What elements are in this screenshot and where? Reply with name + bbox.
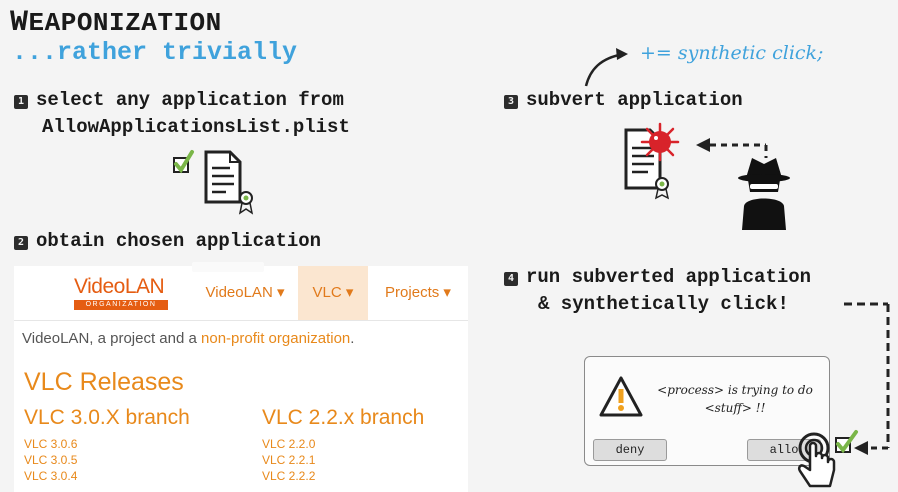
dialog-message: <process> is trying to do <stuff> !! bbox=[645, 381, 825, 417]
dialog-message-line2: <stuff> !! bbox=[704, 401, 766, 415]
vlc-releases-heading: VLC Releases bbox=[24, 368, 184, 396]
title-initial: W bbox=[10, 6, 29, 40]
slide-subtitle: ...rather trivially bbox=[12, 38, 298, 67]
infected-document-icon bbox=[624, 122, 790, 230]
version-link[interactable]: VLC 3.0.4 bbox=[24, 469, 78, 483]
version-link[interactable]: VLC 2.2.1 bbox=[262, 453, 316, 467]
dashed-path-arrow bbox=[844, 302, 890, 455]
slide-title: WEAPONIZATION bbox=[10, 6, 222, 40]
version-link[interactable]: VLC 3.0.5 bbox=[24, 453, 78, 467]
step-1-line1: select any application from bbox=[36, 89, 344, 111]
dialog-message-line1: <process> is trying to do bbox=[657, 383, 813, 397]
hand-pointer-icon bbox=[797, 432, 836, 488]
curved-arrow-icon bbox=[584, 48, 628, 87]
step-4-number: 4 bbox=[504, 272, 518, 286]
security-prompt-dialog: <process> is trying to do <stuff> !! den… bbox=[584, 356, 830, 466]
step-2-number: 2 bbox=[14, 236, 28, 250]
version-link[interactable]: VLC 2.2.0 bbox=[262, 437, 316, 451]
nav-menu-videolan[interactable]: VideoLAN ▾ bbox=[205, 284, 285, 301]
step-3-number: 3 bbox=[504, 95, 518, 109]
branch-heading-2-2: VLC 2.2.x branch bbox=[262, 406, 425, 429]
videolan-logo-text: VideoLAN bbox=[74, 275, 165, 298]
nav-menu-vlc[interactable]: VLC ▾ bbox=[298, 266, 368, 320]
videolan-navbar: VideoLAN ORGANIZATION VideoLAN ▾ VLC ▾ P… bbox=[14, 266, 468, 321]
deny-button[interactable]: deny bbox=[593, 439, 667, 461]
videolan-website-panel: VideoLAN ORGANIZATION VideoLAN ▾ VLC ▾ P… bbox=[14, 266, 468, 492]
videolan-intro: VideoLAN, a project and a non-profit org… bbox=[22, 330, 354, 347]
checked-document-icon bbox=[173, 150, 254, 215]
step-4-line1: run subverted application bbox=[526, 266, 812, 288]
intro-suffix: . bbox=[350, 330, 355, 347]
videolan-logo[interactable]: VideoLAN ORGANIZATION bbox=[74, 276, 174, 310]
tab-highlight bbox=[192, 262, 264, 272]
step-2: 2 obtain chosen application bbox=[14, 228, 321, 255]
step-4: 4 run subverted application bbox=[504, 264, 811, 291]
videolan-logo-subtitle: ORGANIZATION bbox=[74, 300, 168, 310]
title-rest: EAPONIZATION bbox=[28, 8, 222, 38]
step-3-label: subvert application bbox=[526, 89, 743, 111]
step-1: 1 select any application from bbox=[14, 87, 344, 114]
step-2-label: obtain chosen application bbox=[36, 230, 322, 252]
warning-icon bbox=[599, 376, 643, 417]
nav-menu-projects[interactable]: Projects ▾ bbox=[385, 284, 451, 301]
synthetic-click-annotation: += synthetic click; bbox=[640, 42, 824, 64]
intro-text: VideoLAN, a project and a bbox=[22, 330, 202, 347]
version-link[interactable]: VLC 3.0.6 bbox=[24, 437, 78, 451]
checkbox-checked-icon bbox=[835, 430, 858, 454]
branch-heading-3-0: VLC 3.0.X branch bbox=[24, 406, 190, 429]
intro-link[interactable]: non-profit organization bbox=[201, 330, 351, 347]
step-4-line2: & synthetically click! bbox=[538, 293, 789, 315]
step-1-number: 1 bbox=[14, 95, 28, 109]
step-1-line2: AllowApplicationsList.plist bbox=[42, 116, 350, 138]
version-link[interactable]: VLC 2.2.2 bbox=[262, 469, 316, 483]
step-3: 3 subvert application bbox=[504, 87, 743, 114]
